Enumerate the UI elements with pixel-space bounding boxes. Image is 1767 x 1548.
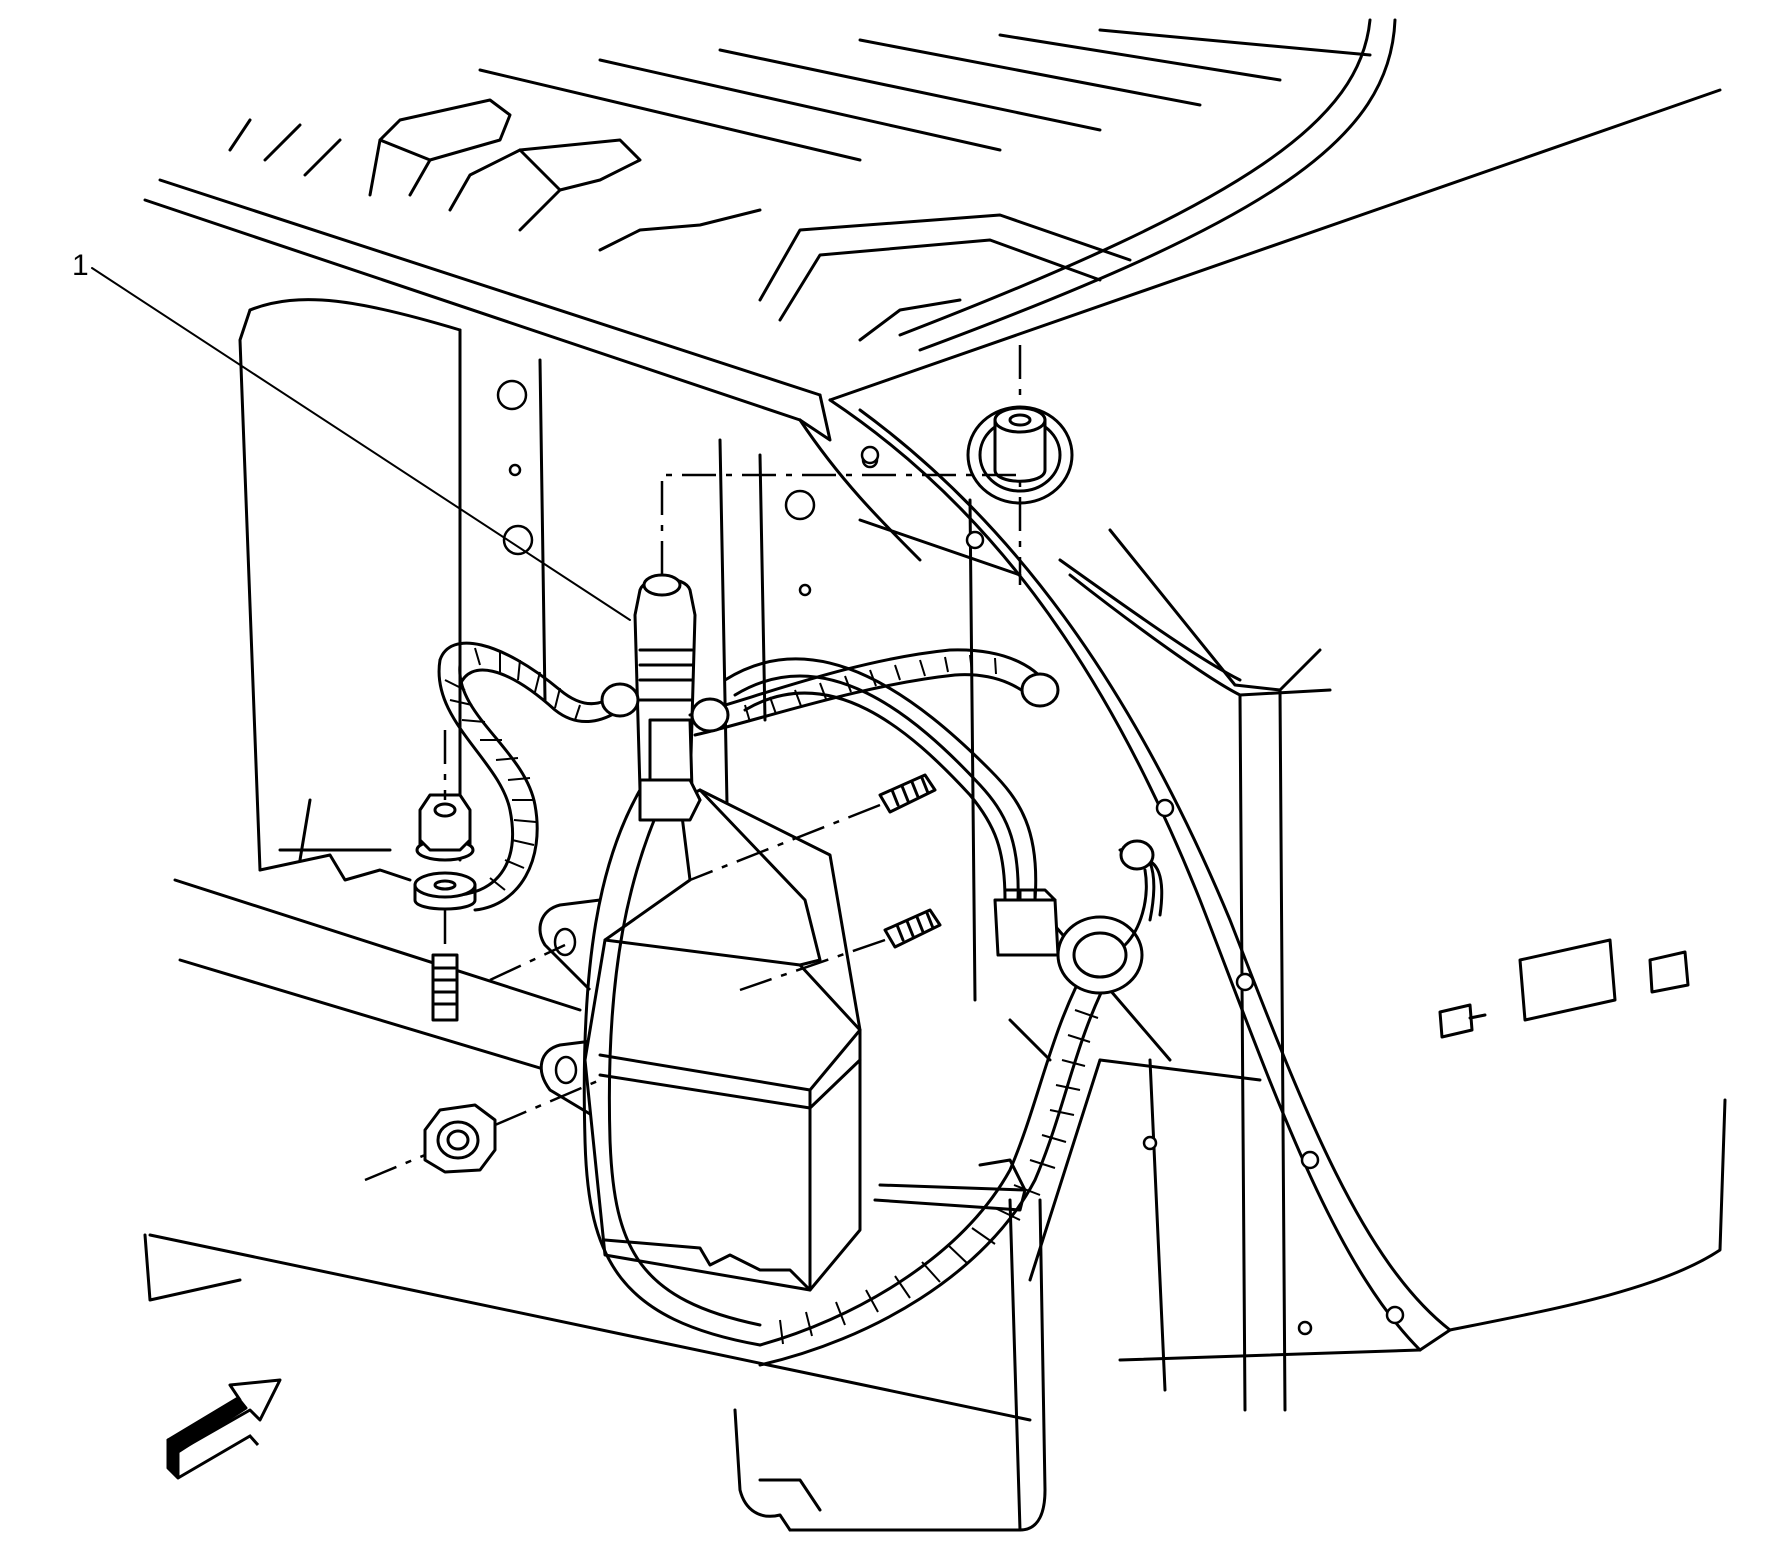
wiring-harness-upper bbox=[437, 641, 1060, 912]
harness-connector[interactable] bbox=[723, 657, 1060, 957]
callout-1-leader bbox=[91, 267, 631, 621]
vehicle-body-top bbox=[143, 18, 1722, 442]
side-panel bbox=[828, 398, 1727, 1412]
lower-left-stud[interactable] bbox=[431, 953, 459, 1022]
callout-1-label: 1 bbox=[72, 249, 89, 282]
washer[interactable] bbox=[413, 871, 477, 945]
fasteners bbox=[364, 730, 942, 1182]
module-pigtail bbox=[582, 788, 762, 1347]
sensor-antenna[interactable] bbox=[633, 473, 1022, 822]
grommet-upper bbox=[966, 345, 1074, 505]
upper-nut[interactable] bbox=[415, 730, 475, 862]
wiring-harness-lower bbox=[758, 839, 1164, 1367]
module-housing[interactable] bbox=[583, 778, 862, 1292]
view-direction-arrow-icon bbox=[166, 1378, 282, 1480]
callout-1: 1 bbox=[72, 249, 631, 621]
middle-stud[interactable] bbox=[739, 908, 942, 992]
body-panel bbox=[143, 298, 1032, 1422]
upper-stud[interactable] bbox=[689, 773, 937, 882]
lower-bracket bbox=[733, 1158, 1047, 1532]
lower-nut[interactable] bbox=[364, 1078, 601, 1182]
